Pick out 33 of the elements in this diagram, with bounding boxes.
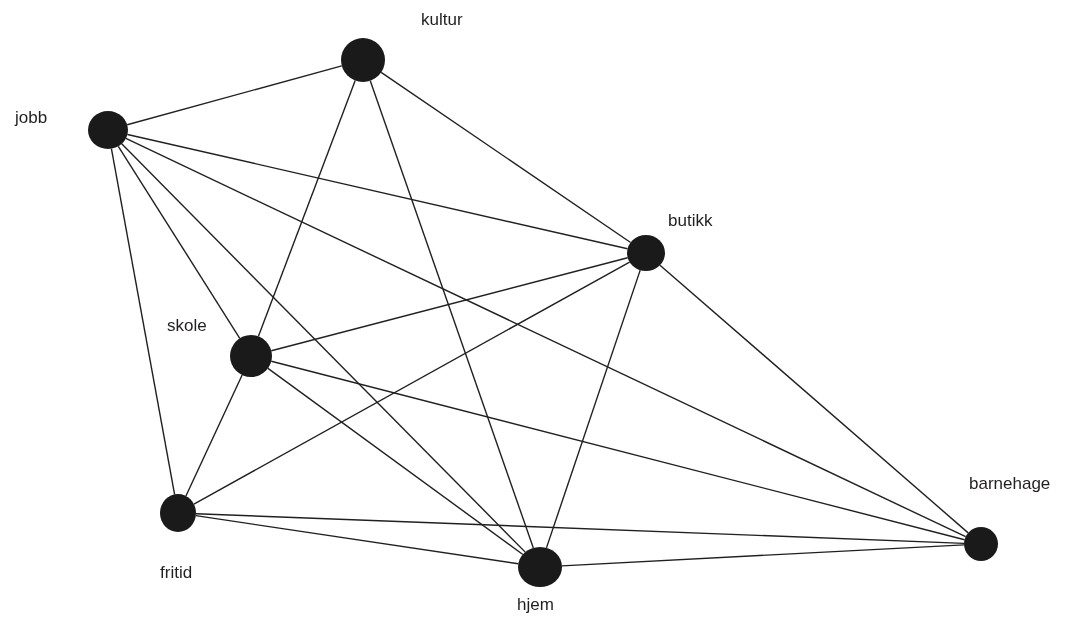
- node-label: hjem: [517, 595, 554, 615]
- connector-line: [121, 143, 526, 553]
- node-dot: [518, 547, 562, 587]
- node-dot: [964, 527, 998, 561]
- connector-line: [126, 133, 629, 250]
- node-label: fritid: [160, 563, 193, 583]
- node-dot: [160, 494, 196, 532]
- connector-line: [267, 367, 524, 556]
- connector-line: [561, 544, 965, 567]
- connector-line: [659, 264, 969, 534]
- connector-line: [380, 71, 632, 244]
- connector-line: [117, 145, 241, 339]
- node-label: skole: [167, 316, 207, 336]
- connector-line: [195, 513, 965, 545]
- node-label: kultur: [421, 10, 463, 30]
- connector-line: [110, 148, 176, 496]
- connector-line: [126, 65, 343, 126]
- node-dot: [341, 38, 385, 82]
- connector-line: [125, 137, 967, 538]
- node-dot: [88, 111, 128, 149]
- connector-line: [270, 257, 629, 352]
- connector-line: [257, 79, 356, 338]
- connector-line: [369, 80, 535, 549]
- connector-line: [185, 374, 243, 497]
- node-dot: [230, 335, 272, 377]
- node-dot: [627, 235, 665, 271]
- node-label: barnehage: [969, 474, 1051, 494]
- connector-line: [270, 360, 966, 541]
- connector-line: [195, 514, 519, 565]
- node-label: jobb: [15, 108, 48, 128]
- connector-line: [193, 261, 631, 505]
- connector-line: [545, 269, 641, 549]
- node-label: butikk: [668, 211, 713, 231]
